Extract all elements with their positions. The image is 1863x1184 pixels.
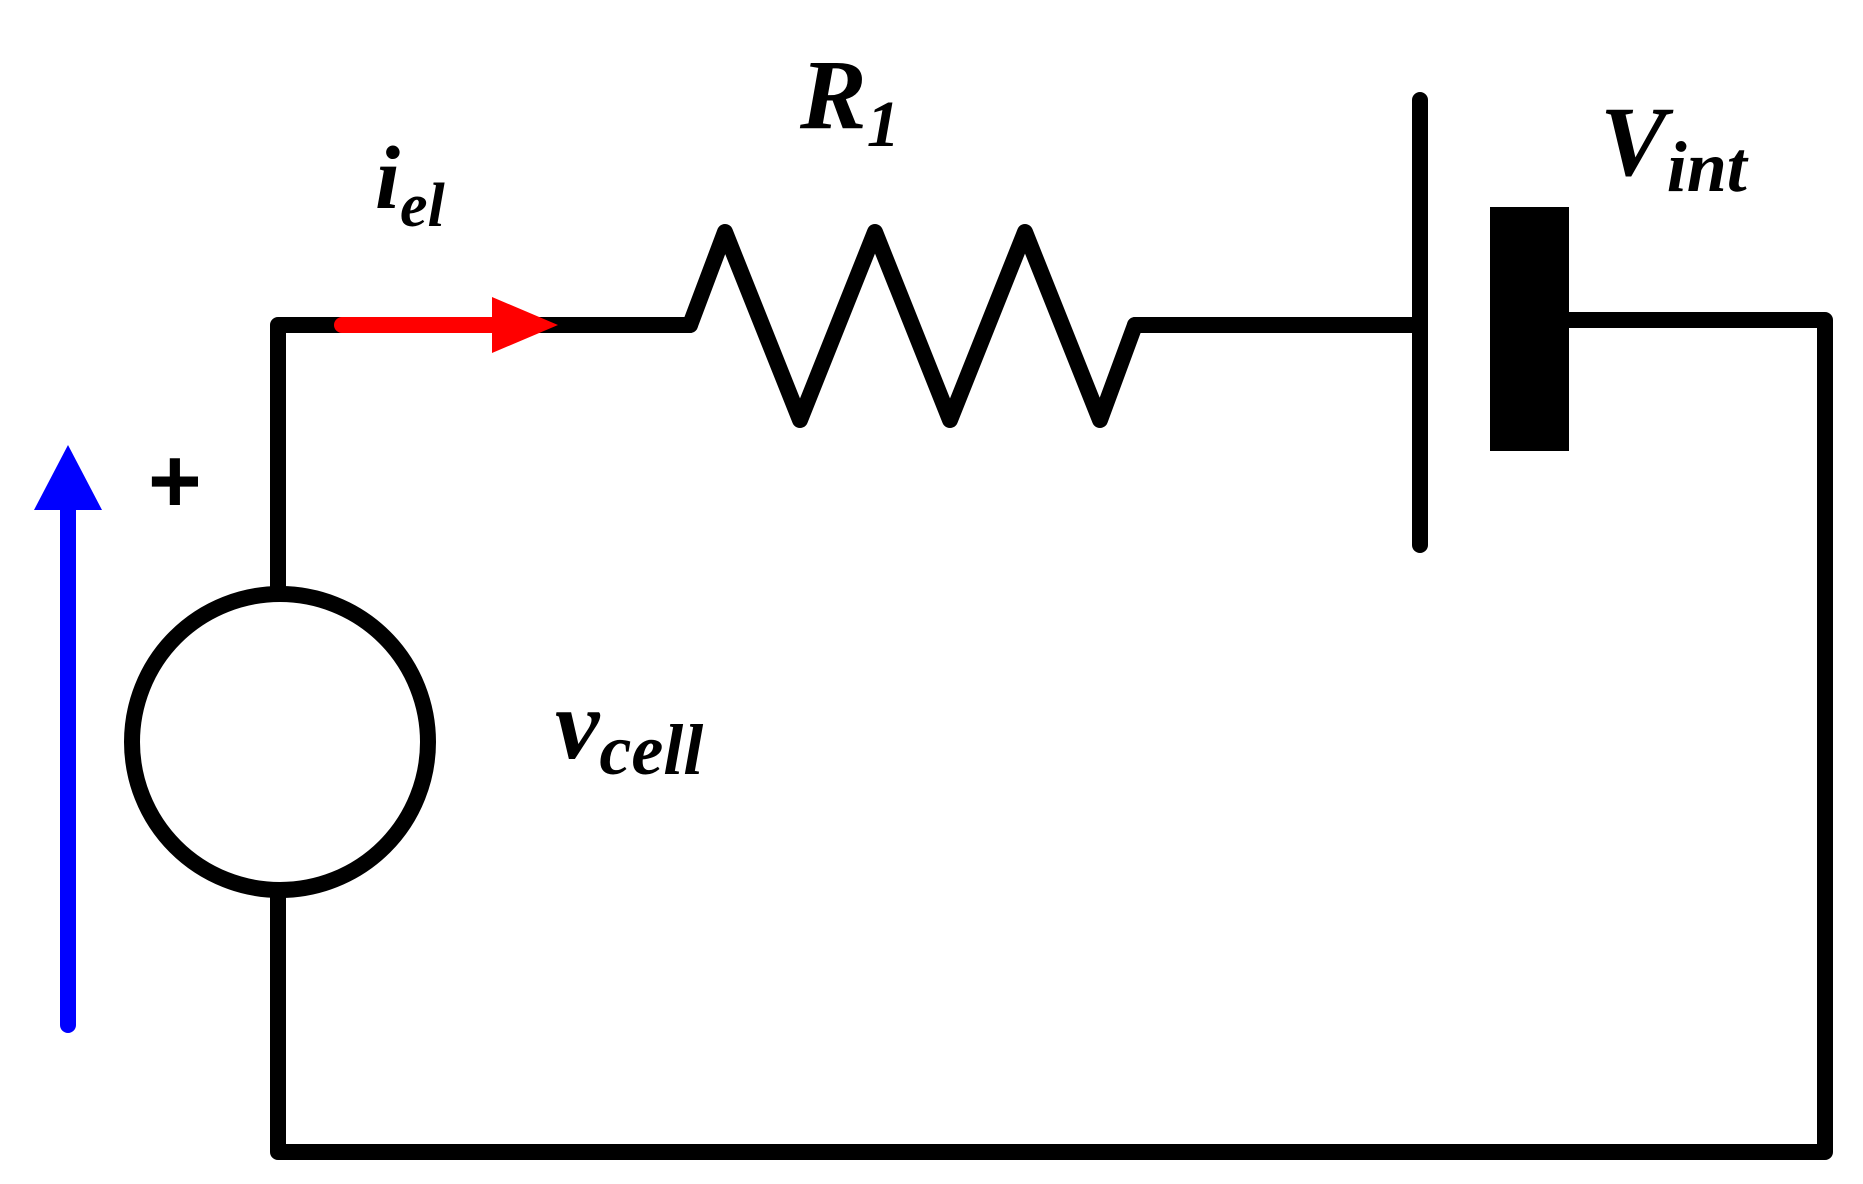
battery-short-plate — [1490, 207, 1569, 451]
cell-voltage-label: vcell — [555, 669, 703, 790]
left-lower-wire-and-bottom — [270, 312, 1833, 1160]
voltage-arrow-head — [34, 445, 102, 510]
left-upper-wire — [270, 317, 698, 608]
polarity-plus-label: + — [148, 430, 202, 532]
current-label: iel — [375, 129, 446, 240]
current-arrow-head — [492, 297, 558, 353]
resistor-symbol — [682, 224, 1143, 428]
resistor-label: R1 — [799, 39, 900, 161]
voltage-source-circle — [124, 586, 436, 898]
internal-voltage-label: Vint — [1600, 86, 1749, 207]
